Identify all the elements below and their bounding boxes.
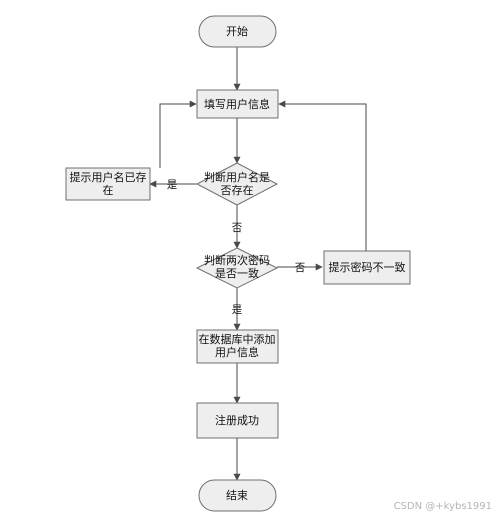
- edge-username-exists-back: [159, 100, 197, 168]
- edge-label-password-yes: 是: [232, 304, 243, 316]
- end-node: 结束: [198, 479, 277, 512]
- add-user-label-1: 在数据库中添加: [199, 332, 276, 346]
- check-password-label-2: 是否一致: [215, 266, 259, 280]
- start-node: 开始: [198, 15, 277, 48]
- register-success-label: 注册成功: [215, 413, 259, 427]
- check-username-label-1: 判断用户名是: [204, 170, 270, 184]
- password-mismatch-node: 提示密码不一致: [323, 250, 411, 285]
- fill-info-label: 填写用户信息: [204, 97, 270, 111]
- add-user-node: 在数据库中添加 用户信息: [196, 329, 279, 364]
- edge-label-password-no: 否: [295, 262, 306, 274]
- edge-label-username-yes: 是: [167, 179, 178, 191]
- check-username-node: 判断用户名是 否存在: [195, 162, 279, 206]
- username-exists-node: 提示用户名已存 在: [65, 167, 151, 201]
- password-mismatch-label: 提示密码不一致: [329, 260, 406, 274]
- add-user-label-2: 用户信息: [215, 345, 259, 359]
- watermark: CSDN @+kybs1991: [394, 501, 492, 512]
- end-label: 结束: [226, 489, 248, 502]
- check-password-node: 判断两次密码 是否一致: [195, 247, 279, 289]
- username-exists-label-1: 提示用户名已存: [70, 170, 147, 184]
- edge-password-mismatch-back: [278, 100, 367, 251]
- check-password-label-1: 判断两次密码: [204, 253, 270, 267]
- start-label: 开始: [226, 24, 248, 38]
- edge-label-username-no: 否: [232, 222, 243, 234]
- fill-info-node: 填写用户信息: [196, 89, 279, 119]
- register-success-node: 注册成功: [196, 402, 279, 439]
- username-exists-label-2: 在: [103, 184, 114, 197]
- check-username-label-2: 否存在: [221, 183, 254, 197]
